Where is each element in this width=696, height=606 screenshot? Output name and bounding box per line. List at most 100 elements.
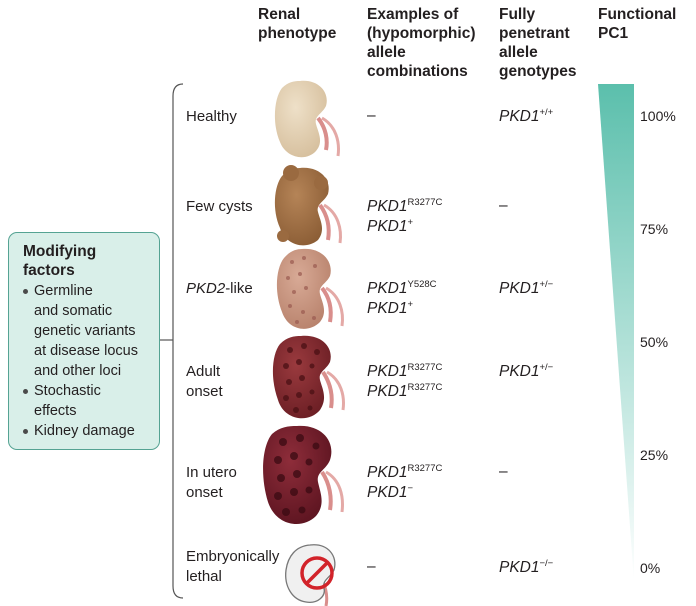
header-allele-combinations: Examples of (hypomorphic) allele combina…: [367, 5, 476, 81]
genotype-superscript: −/−: [539, 558, 554, 569]
genotype-healthy: PKD1+/+: [499, 107, 553, 127]
allele-line: PKD1Y528C: [367, 279, 437, 299]
allele-superscript: +: [407, 217, 414, 228]
header-renal-phenotype: Renal phenotype: [258, 5, 336, 43]
phenotype-line: onset: [186, 484, 223, 501]
phenotype-pkd2-like: PKD2-like: [186, 279, 253, 299]
allele-gene: PKD1: [367, 363, 408, 380]
allele-line: PKD1R3277C: [367, 463, 442, 483]
title-line: Modifying: [23, 243, 97, 260]
genotype-gene: PKD1: [499, 280, 540, 297]
list-line: at disease locus: [34, 343, 138, 359]
header-line: genotypes: [499, 63, 577, 80]
allele-combination-adult-onset: PKD1R3277C PKD1R3277C: [367, 362, 442, 402]
phenotype-line: In utero: [186, 464, 237, 481]
allele-line: PKD1−: [367, 483, 442, 503]
allele-dash-healthy: –: [367, 107, 376, 124]
header-line: Renal: [258, 6, 301, 23]
allele-superscript: Y528C: [407, 279, 437, 290]
genotype-gene: PKD1: [499, 363, 540, 380]
header-line: allele: [367, 44, 406, 61]
header-line: Fully: [499, 6, 536, 23]
list-item: Stochastic effects: [23, 381, 159, 421]
phenotype-line: PKD2-like: [186, 279, 253, 299]
list-line: Stochastic: [34, 383, 101, 399]
functional-pc1-wedge: [598, 84, 634, 582]
list-line: Kidney damage: [34, 423, 135, 439]
header-genotypes: Fully penetrant allele genotypes: [499, 5, 577, 81]
allele-line: PKD1R3277C: [367, 382, 442, 402]
allele-gene: PKD1: [367, 300, 408, 317]
phenotype-line: lethal: [186, 568, 222, 585]
phenotype-healthy: Healthy: [186, 107, 237, 127]
phenotype-embryonically-lethal: Embryonically lethal: [186, 547, 279, 587]
allele-dash-lethal: –: [367, 558, 376, 575]
list-line: effects: [34, 403, 77, 419]
genotype-dash-in-utero: –: [499, 463, 508, 480]
header-line: Examples of: [367, 6, 459, 23]
allele-superscript: +: [407, 299, 414, 310]
genotype-superscript: +/−: [539, 362, 554, 373]
pc1-scale-0: 0%: [640, 560, 661, 576]
allele-gene: PKD1: [367, 464, 408, 481]
allele-superscript: R3277C: [407, 197, 443, 208]
allele-superscript: −: [407, 483, 414, 494]
allele-gene: PKD1: [367, 484, 408, 501]
phenotype-in-utero-onset: In utero onset: [186, 463, 237, 503]
allele-superscript: R3277C: [407, 362, 443, 373]
header-functional-pc1: Functional PC1: [598, 5, 676, 43]
genotype-superscript: +/+: [539, 107, 554, 118]
genotype-adult-onset: PKD1+/−: [499, 362, 553, 382]
allele-line: PKD1R3277C: [367, 362, 442, 382]
phenotype-adult-onset: Adult onset: [186, 362, 223, 402]
list-line: and somatic: [34, 303, 113, 319]
genotype-lethal: PKD1−/−: [499, 558, 553, 578]
phenotype-line: Adult: [186, 363, 221, 380]
header-line: phenotype: [258, 25, 337, 42]
title-line: factors: [23, 262, 75, 279]
allele-gene: PKD1: [367, 383, 408, 400]
allele-gene: PKD1: [367, 280, 408, 297]
pc1-scale-100: 100%: [640, 108, 676, 124]
genotype-superscript: +/−: [539, 279, 554, 290]
genotype-gene: PKD1: [499, 108, 540, 125]
adult-onset-kidney-icon: [272, 335, 345, 419]
allele-superscript: R3277C: [407, 463, 443, 474]
pc1-scale-50: 50%: [640, 334, 669, 350]
list-line: Germline: [34, 283, 93, 299]
in-utero-kidney-icon: [263, 425, 344, 525]
header-line: PC1: [598, 25, 629, 42]
phenotype-line: onset: [186, 383, 223, 400]
allele-superscript: R3277C: [407, 382, 443, 393]
allele-combination-few-cysts: PKD1R3277C PKD1+: [367, 197, 442, 237]
phenotype-suffix: -like: [225, 280, 253, 297]
phenotype-line: Embryonically: [186, 548, 280, 565]
few-cysts-kidney-icon: [274, 165, 342, 246]
allele-line: PKD1+: [367, 299, 437, 319]
header-line: allele: [499, 44, 538, 61]
phenotype-few-cysts: Few cysts: [186, 197, 253, 217]
allele-gene: PKD1: [367, 218, 408, 235]
pkd2-like-kidney-icon: [276, 248, 344, 329]
allele-gene: PKD1: [367, 198, 408, 215]
bracket: [172, 83, 184, 599]
phenotype-line: Healthy: [186, 108, 237, 125]
phenotype-italic: PKD2: [186, 280, 226, 297]
phenotype-line: Few cysts: [186, 198, 253, 215]
header-line: (hypomorphic): [367, 25, 476, 42]
genotype-pkd2-like: PKD1+/−: [499, 279, 553, 299]
modifying-factors-box: Modifying factors Germline and somatic g…: [8, 232, 160, 450]
header-line: combinations: [367, 63, 468, 80]
list-line: genetic variants: [34, 323, 136, 339]
modifying-factors-list: Germline and somatic genetic variants at…: [23, 281, 159, 441]
genotype-gene: PKD1: [499, 559, 540, 576]
genotype-dash-few-cysts: –: [499, 197, 508, 214]
pc1-scale-25: 25%: [640, 447, 669, 463]
list-item: Germline and somatic genetic variants at…: [23, 281, 159, 381]
allele-line: PKD1+: [367, 217, 442, 237]
healthy-kidney-icon: [274, 80, 340, 158]
allele-line: PKD1R3277C: [367, 197, 442, 217]
allele-combination-pkd2-like: PKD1Y528C PKD1+: [367, 279, 437, 319]
allele-combination-in-utero: PKD1R3277C PKD1−: [367, 463, 442, 503]
